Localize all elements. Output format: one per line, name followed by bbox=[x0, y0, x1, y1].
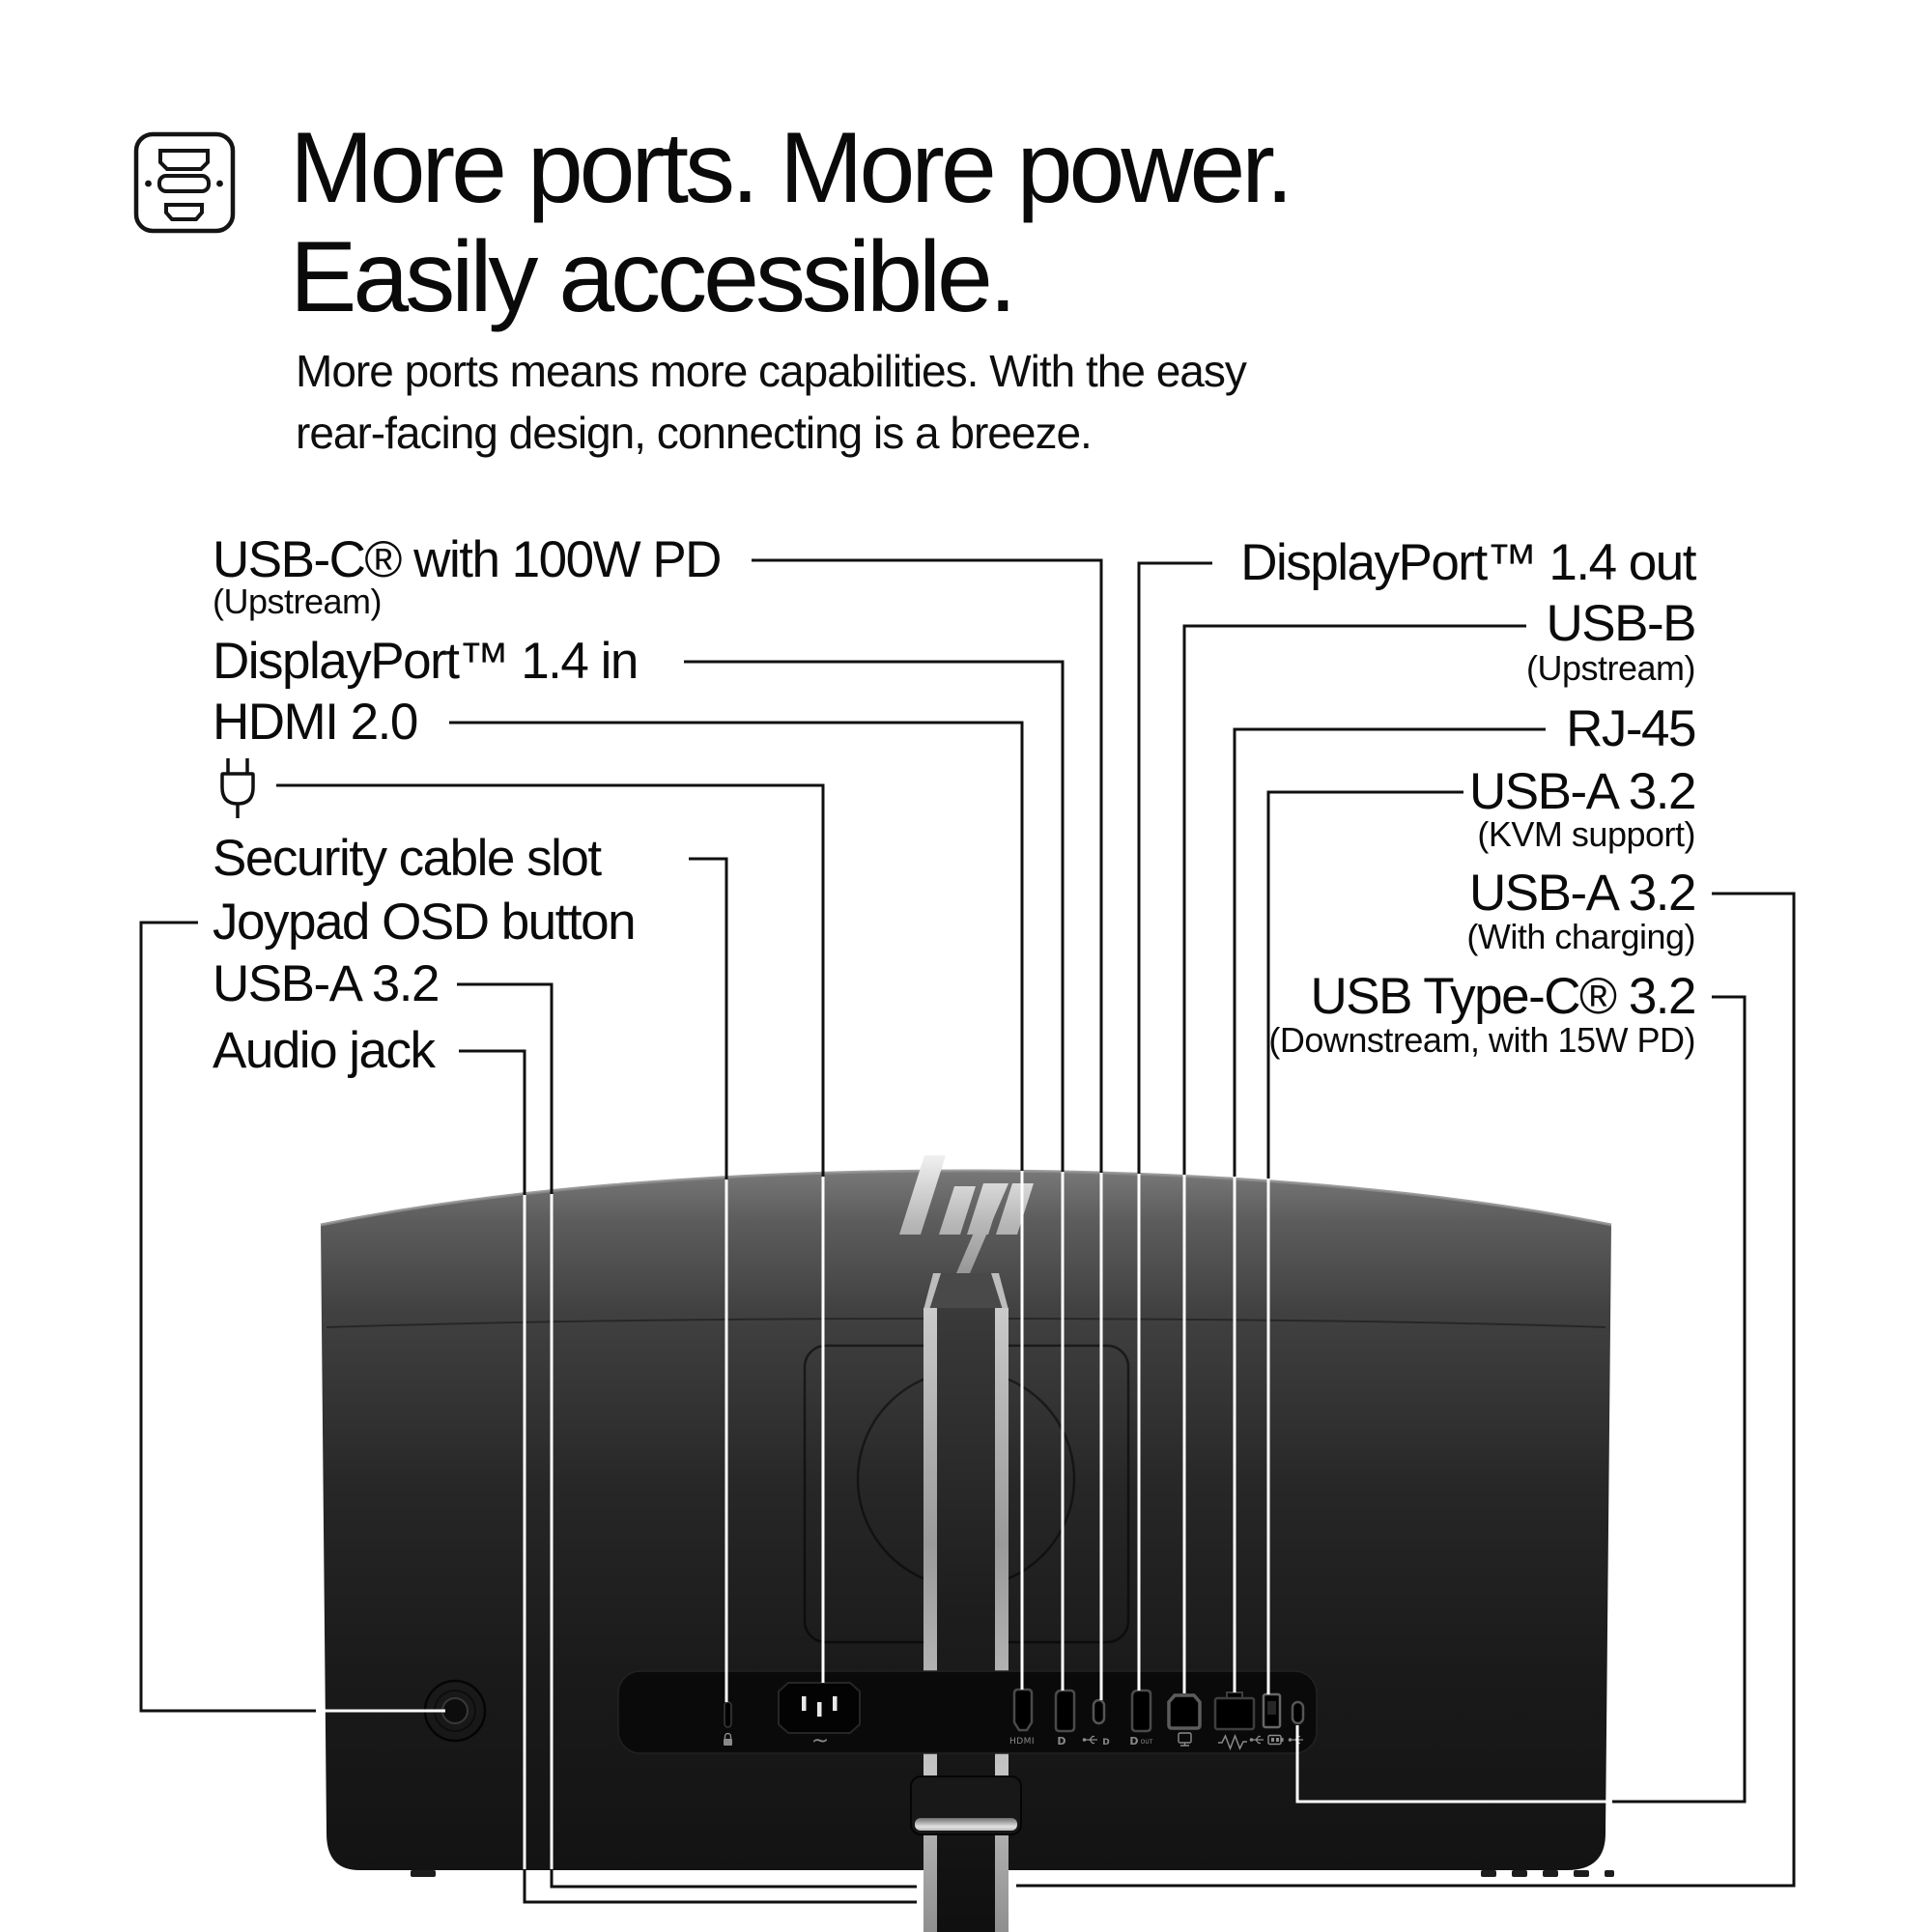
callout-usb-type-c: USB Type-C® 3.2 bbox=[1310, 968, 1696, 1025]
line-rj45 bbox=[1233, 727, 1546, 1178]
stand-shoulder bbox=[923, 1273, 1009, 1310]
displayport-in-port bbox=[1054, 1689, 1076, 1733]
callout-usb-a-left: USB-A 3.2 bbox=[213, 955, 440, 1012]
callout-usb-type-c-sub: (Downstream, with 15W PD) bbox=[1268, 1020, 1695, 1060]
monitor-top-rim bbox=[320, 1169, 1612, 1227]
callout-usb-c-100w: USB-C® with 100W PD bbox=[213, 531, 722, 588]
line-displayport-in bbox=[684, 660, 1065, 1173]
callout-hdmi: HDMI 2.0 bbox=[213, 694, 418, 751]
callout-joypad-osd: Joypad OSD button bbox=[213, 894, 637, 951]
security-cable-slot bbox=[724, 1701, 732, 1728]
title-line-2: Easily accessible. bbox=[290, 221, 1017, 333]
displayport-out-port bbox=[1130, 1689, 1152, 1733]
usb-c-downstream-port bbox=[1291, 1700, 1305, 1725]
wline-usb-type-c bbox=[1295, 1725, 1612, 1804]
cable-clip bbox=[910, 1776, 1022, 1835]
ac-icon: ~ bbox=[811, 1729, 829, 1753]
network-icon bbox=[1218, 1733, 1247, 1751]
svg-text:D: D bbox=[1129, 1735, 1138, 1747]
port-glyphs: ~ HDMI D D D OUT bbox=[724, 1729, 1303, 1753]
rear-port-panel: ~ HDMI D D D OUT bbox=[617, 1670, 1318, 1754]
callout-usb-a-kvm: USB-A 3.2 bbox=[1469, 763, 1696, 820]
bottom-vents bbox=[411, 1870, 1614, 1877]
page-subtitle: More ports means more capabilities. With… bbox=[296, 340, 1247, 464]
line-usb-a-left bbox=[457, 982, 917, 1889]
page-title: More ports. More power. Easily accessibl… bbox=[290, 112, 1293, 333]
svg-text:OUT: OUT bbox=[1141, 1739, 1153, 1746]
stand-column-right-edge bbox=[995, 1308, 1009, 1932]
callout-usb-b-sub: (Upstream) bbox=[1525, 648, 1696, 688]
subtitle-line-1: More ports means more capabilities. With… bbox=[296, 346, 1247, 396]
line-usb-b bbox=[1182, 624, 1526, 1176]
kvm-pc-icon bbox=[1178, 1732, 1192, 1747]
line-audio-jack bbox=[459, 1049, 917, 1904]
displayport-icon: D bbox=[1057, 1735, 1065, 1747]
displayport-out-icon: D OUT bbox=[1129, 1735, 1152, 1747]
line-usb-c-100w bbox=[752, 558, 1103, 1174]
line-usb-a-charging bbox=[1016, 892, 1796, 1888]
callout-usb-a-charging-sub: (With charging) bbox=[1466, 917, 1695, 956]
stand-column-left-edge bbox=[923, 1308, 937, 1932]
usb-b-port bbox=[1167, 1693, 1202, 1730]
callout-usb-a-kvm-sub: (KVM support) bbox=[1477, 814, 1695, 854]
callout-usb-a-charging: USB-A 3.2 bbox=[1469, 865, 1696, 922]
stand-column-center bbox=[937, 1308, 995, 1932]
line-hdmi bbox=[449, 721, 1024, 1172]
callout-usb-c-100w-sub: (Upstream) bbox=[213, 582, 383, 621]
callout-lines-black bbox=[139, 558, 1796, 1904]
callout-usb-b: USB-B bbox=[1546, 595, 1697, 652]
callout-security-slot: Security cable slot bbox=[213, 830, 602, 887]
callout-audio-jack: Audio jack bbox=[213, 1022, 436, 1079]
power-plug-icon bbox=[220, 758, 255, 818]
usb-c-upstream-port bbox=[1092, 1698, 1106, 1725]
monitor-stand bbox=[910, 1273, 1022, 1932]
callout-lines-white bbox=[316, 1171, 1612, 1869]
ports-icon bbox=[133, 131, 236, 234]
rj45-port bbox=[1213, 1691, 1256, 1731]
lock-icon bbox=[724, 1732, 732, 1746]
line-usb-a-kvm bbox=[1266, 790, 1463, 1179]
hdmi-port bbox=[1012, 1688, 1034, 1732]
usb-a-charging-icon bbox=[1249, 1734, 1284, 1746]
title-line-1: More ports. More power. bbox=[290, 112, 1293, 224]
line-displayport-out bbox=[1137, 561, 1212, 1175]
callout-displayport-out: DisplayPort™ 1.4 out bbox=[1240, 534, 1696, 591]
line-security bbox=[689, 857, 728, 1180]
hdmi-label: HDMI bbox=[1009, 1737, 1035, 1747]
ac-power-inlet bbox=[778, 1682, 861, 1734]
svg-text:D: D bbox=[1102, 1738, 1109, 1747]
line-joypad bbox=[139, 921, 317, 1713]
usb-c-dp-icon: D bbox=[1082, 1735, 1110, 1747]
callout-displayport-in: DisplayPort™ 1.4 in bbox=[213, 633, 639, 690]
line-usb-type-c bbox=[1611, 995, 1747, 1804]
usb-a-port bbox=[1262, 1692, 1282, 1729]
subtitle-line-2: rear-facing design, connecting is a bree… bbox=[296, 408, 1093, 458]
hp-logo bbox=[899, 1155, 1034, 1287]
line-power bbox=[276, 783, 825, 1178]
callout-rj45: RJ-45 bbox=[1566, 700, 1696, 757]
